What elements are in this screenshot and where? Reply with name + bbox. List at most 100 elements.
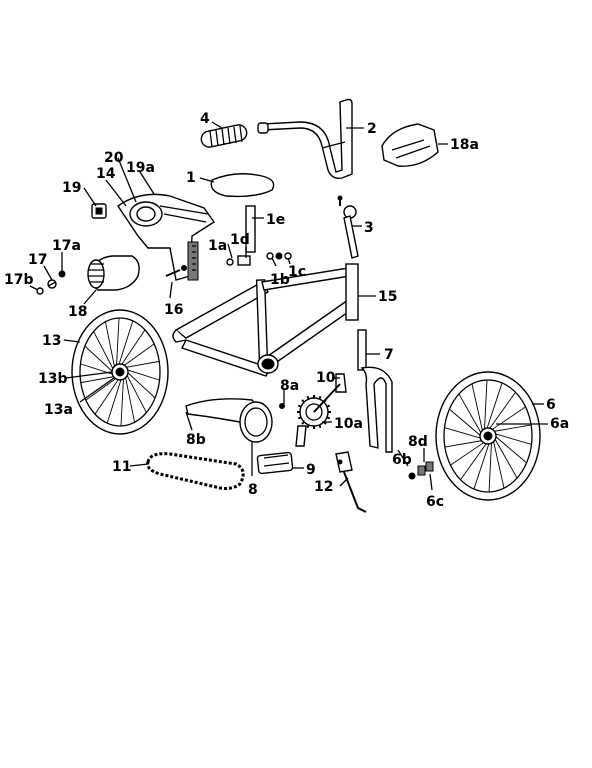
wheel-spoke xyxy=(120,378,124,427)
headlamp-part xyxy=(87,255,140,291)
sprocket-tooth xyxy=(306,395,310,400)
wheel-spoke xyxy=(449,408,482,437)
label-16: 16 xyxy=(164,302,183,318)
label-8a: 8a xyxy=(280,378,299,394)
label-15: 15 xyxy=(378,289,397,305)
label-12: 12 xyxy=(314,479,333,495)
label-2: 2 xyxy=(367,121,377,137)
handlebar-pad-part xyxy=(381,123,439,167)
wheel-spoke xyxy=(494,433,532,445)
label-17a: 17a xyxy=(52,238,81,254)
wheel-spoke xyxy=(116,317,120,366)
bolt-part xyxy=(165,265,187,277)
front-wheel-part xyxy=(435,371,541,501)
sprocket-tooth xyxy=(297,416,302,420)
label-4: 4 xyxy=(200,111,210,127)
lamp-hardware-parts xyxy=(36,270,66,295)
label-19a: 19a xyxy=(126,160,155,176)
wheel-spoke xyxy=(126,371,156,399)
wheel-spoke xyxy=(126,374,147,413)
wheel-spoke xyxy=(460,442,488,480)
kickstand-part xyxy=(335,451,367,513)
label-7: 7 xyxy=(384,347,394,363)
label-17: 17 xyxy=(28,252,47,268)
seat-post-part xyxy=(245,205,256,253)
wheel-spoke xyxy=(123,343,155,367)
label-20: 20 xyxy=(104,150,124,166)
wheel-spoke xyxy=(84,345,114,373)
seat-part xyxy=(210,173,275,198)
wheel-spoke xyxy=(494,438,518,479)
label-19: 19 xyxy=(62,180,81,196)
chain-guard-screw xyxy=(279,403,285,409)
wheel-spoke xyxy=(125,360,160,368)
wheel-spoke xyxy=(106,378,122,424)
wheel-spoke xyxy=(118,320,134,366)
label-8d: 8d xyxy=(408,434,428,450)
crank-sprocket-part xyxy=(295,373,347,447)
label-8: 8 xyxy=(248,482,258,498)
label-6a: 6a xyxy=(550,416,569,432)
stem-part xyxy=(337,195,359,259)
pedal-part xyxy=(256,451,294,475)
wheel-spoke xyxy=(458,393,482,434)
label-10: 10 xyxy=(316,370,336,386)
label-1a: 1a xyxy=(208,238,227,254)
sprocket-tooth xyxy=(297,404,302,408)
wheel-spoke xyxy=(486,382,503,430)
axle-nuts-parts xyxy=(408,461,434,480)
sprocket-tooth xyxy=(318,395,322,400)
grip-part xyxy=(200,124,248,148)
chain-guard-assembly xyxy=(117,193,215,281)
wheel-spoke xyxy=(120,329,146,366)
chain-part xyxy=(146,452,245,490)
label-1c: 1c xyxy=(288,264,306,280)
reflector-bracket-part xyxy=(91,203,107,219)
label-17b: 17b xyxy=(4,272,34,288)
label-6b: 6b xyxy=(392,452,412,468)
wheel-spoke xyxy=(124,376,136,423)
wheel-spoke xyxy=(488,392,516,430)
label-9: 9 xyxy=(306,462,316,478)
wheel-spoke xyxy=(484,379,488,430)
label-1e: 1e xyxy=(266,212,285,228)
label-1d: 1d xyxy=(230,232,250,248)
wheel-spoke xyxy=(126,369,160,381)
wheel-spoke xyxy=(94,378,120,415)
wheel-spoke xyxy=(473,442,490,490)
label-3: 3 xyxy=(364,220,374,236)
wheel-spoke xyxy=(491,406,526,431)
label-18: 18 xyxy=(68,304,87,320)
label-14: 14 xyxy=(96,166,116,182)
handlebar-part xyxy=(257,98,353,180)
sprocket-tooth xyxy=(306,424,310,429)
leader-lines xyxy=(29,121,548,491)
label-13: 13 xyxy=(42,333,61,349)
label-6: 6 xyxy=(546,397,556,413)
fork-part xyxy=(357,329,393,453)
label-1b: 1b xyxy=(270,272,290,288)
sprocket-tooth xyxy=(318,424,322,429)
label-1: 1 xyxy=(186,170,196,186)
wheel-spoke xyxy=(471,383,484,432)
sprocket-tooth xyxy=(326,404,331,408)
label-8b: 8b xyxy=(186,432,206,448)
rear-wheel-part xyxy=(71,309,169,435)
sprocket-tooth xyxy=(301,399,305,403)
frame-part xyxy=(172,263,359,377)
wheel-spoke xyxy=(80,376,115,384)
wheel-spoke xyxy=(488,442,492,493)
label-13b: 13b xyxy=(38,371,68,387)
label-6c: 6c xyxy=(426,494,444,510)
wheel-spoke xyxy=(494,435,527,464)
label-18a: 18a xyxy=(450,137,479,153)
wheel-spoke xyxy=(493,424,532,432)
label-11: 11 xyxy=(112,459,131,475)
wheel-spoke xyxy=(85,377,117,401)
wheel-spoke xyxy=(93,331,114,370)
wheel-spoke xyxy=(104,321,116,368)
wheel-spoke xyxy=(444,440,483,448)
label-13a: 13a xyxy=(44,402,73,418)
wheel-spoke xyxy=(444,427,482,439)
